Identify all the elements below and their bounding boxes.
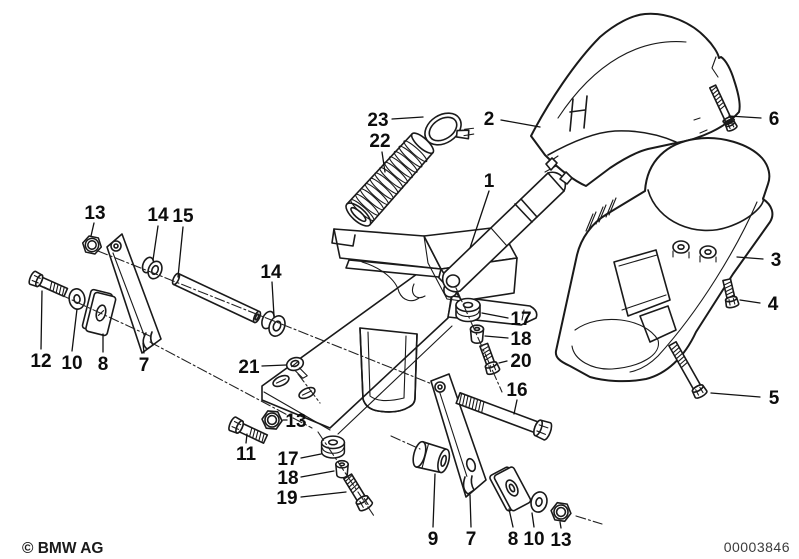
steering-spindle-tube (441, 157, 573, 293)
lower-cover-shell (544, 137, 774, 383)
column-bracket (261, 226, 538, 435)
hex-nut-13-lower (549, 501, 573, 523)
center-axis-line (297, 373, 321, 404)
callout-leader (500, 119, 541, 128)
part-callout-5: 5 (769, 388, 780, 409)
washer-10-lower (528, 489, 550, 515)
callout-leader (300, 491, 347, 498)
callout-leader (71, 308, 78, 352)
part-callout-7: 7 (466, 529, 477, 550)
part-callout-21: 21 (238, 357, 260, 378)
bolt-20 (479, 342, 501, 376)
document-number: 00003846 (724, 539, 790, 555)
part-callout-22: 22 (369, 131, 390, 152)
part-callout-16: 16 (506, 380, 527, 401)
pivot-bolt-16 (455, 391, 553, 441)
corrugated-boot (345, 132, 435, 227)
callout-leader (391, 116, 424, 120)
center-axis-line (149, 341, 313, 429)
part-callout-6: 6 (769, 109, 780, 130)
part-callout-8: 8 (508, 529, 519, 550)
callout-leader (432, 473, 436, 528)
callout-leader (498, 360, 508, 364)
hex-nut-13-mid (260, 409, 284, 431)
part-callout-2: 2 (484, 109, 495, 130)
clamp-block-8-lower (489, 466, 532, 512)
part-callout-18: 18 (510, 329, 531, 350)
part-callout-20: 20 (510, 351, 531, 372)
part-callout-14: 14 (260, 262, 282, 283)
callout-leader (177, 226, 184, 278)
callout-leader (300, 470, 335, 478)
grommet-17-upper (455, 297, 481, 323)
center-axis-line (97, 250, 433, 385)
part-callout-11: 11 (236, 444, 257, 465)
copyright-text: © BMW AG (22, 540, 103, 557)
upper-cover-shell (530, 12, 741, 187)
washer-10-left (67, 287, 87, 311)
clamp-ring (424, 112, 475, 146)
center-axis-line (317, 431, 375, 517)
cover-screw-5 (668, 340, 708, 399)
callout-leader (508, 508, 514, 528)
callout-leader (469, 190, 490, 249)
callout-leader (245, 433, 248, 444)
part-callout-3: 3 (771, 250, 782, 271)
part-callout-23: 23 (367, 110, 388, 131)
bolt-12 (28, 270, 69, 298)
part-callout-13: 13 (550, 530, 571, 551)
callout-leader (40, 290, 43, 350)
center-axis-line (390, 435, 421, 450)
part-callout-18: 18 (277, 468, 298, 489)
part-callout-10: 10 (61, 353, 82, 374)
part-callout-17: 17 (277, 449, 298, 470)
callout-leader (710, 392, 761, 398)
callout-leader (728, 115, 762, 119)
callout-leader (261, 364, 287, 367)
bolt-11 (228, 416, 269, 444)
center-axis-line (43, 286, 153, 338)
part-callout-19: 19 (276, 488, 297, 509)
part-callout-13: 13 (285, 411, 306, 432)
cover-screw-4 (722, 278, 740, 309)
part-callout-14: 14 (147, 205, 169, 226)
callout-leader (513, 399, 518, 415)
part-callout-9: 9 (428, 529, 439, 550)
part-callout-17: 17 (510, 309, 531, 330)
callout-leader (736, 256, 764, 260)
part-callout-4: 4 (768, 294, 779, 315)
callout-leader (531, 512, 535, 528)
support-arm-left (106, 233, 162, 354)
part-callout-10: 10 (523, 529, 544, 550)
callout-leader (469, 494, 472, 528)
part-callout-13: 13 (84, 203, 105, 224)
part-callout-15: 15 (172, 206, 194, 227)
callout-leader (559, 521, 562, 529)
callout-leader (271, 281, 275, 317)
spacer-bushing-14-left (141, 256, 163, 280)
part-callout-8: 8 (98, 354, 109, 375)
callout-leader (152, 225, 159, 261)
support-arm-lower (430, 373, 487, 498)
screw-21 (285, 356, 308, 379)
clamp-block-8-left (81, 288, 117, 337)
callout-leader (381, 151, 386, 173)
part-callout-7: 7 (139, 355, 150, 376)
callout-leader (90, 222, 95, 237)
callout-leader (300, 453, 322, 459)
callout-leader (142, 342, 145, 354)
spacer-18-lower (335, 459, 349, 479)
callout-leader (484, 335, 509, 339)
part-callout-1: 1 (484, 171, 495, 192)
center-axis-line (455, 287, 503, 393)
callout-leader (481, 312, 509, 319)
part-callout-12: 12 (30, 351, 51, 372)
damper-bushing-9 (412, 440, 451, 474)
lock-screw-6 (708, 84, 738, 132)
callout-leader (739, 299, 761, 304)
center-axis-line (575, 515, 603, 525)
